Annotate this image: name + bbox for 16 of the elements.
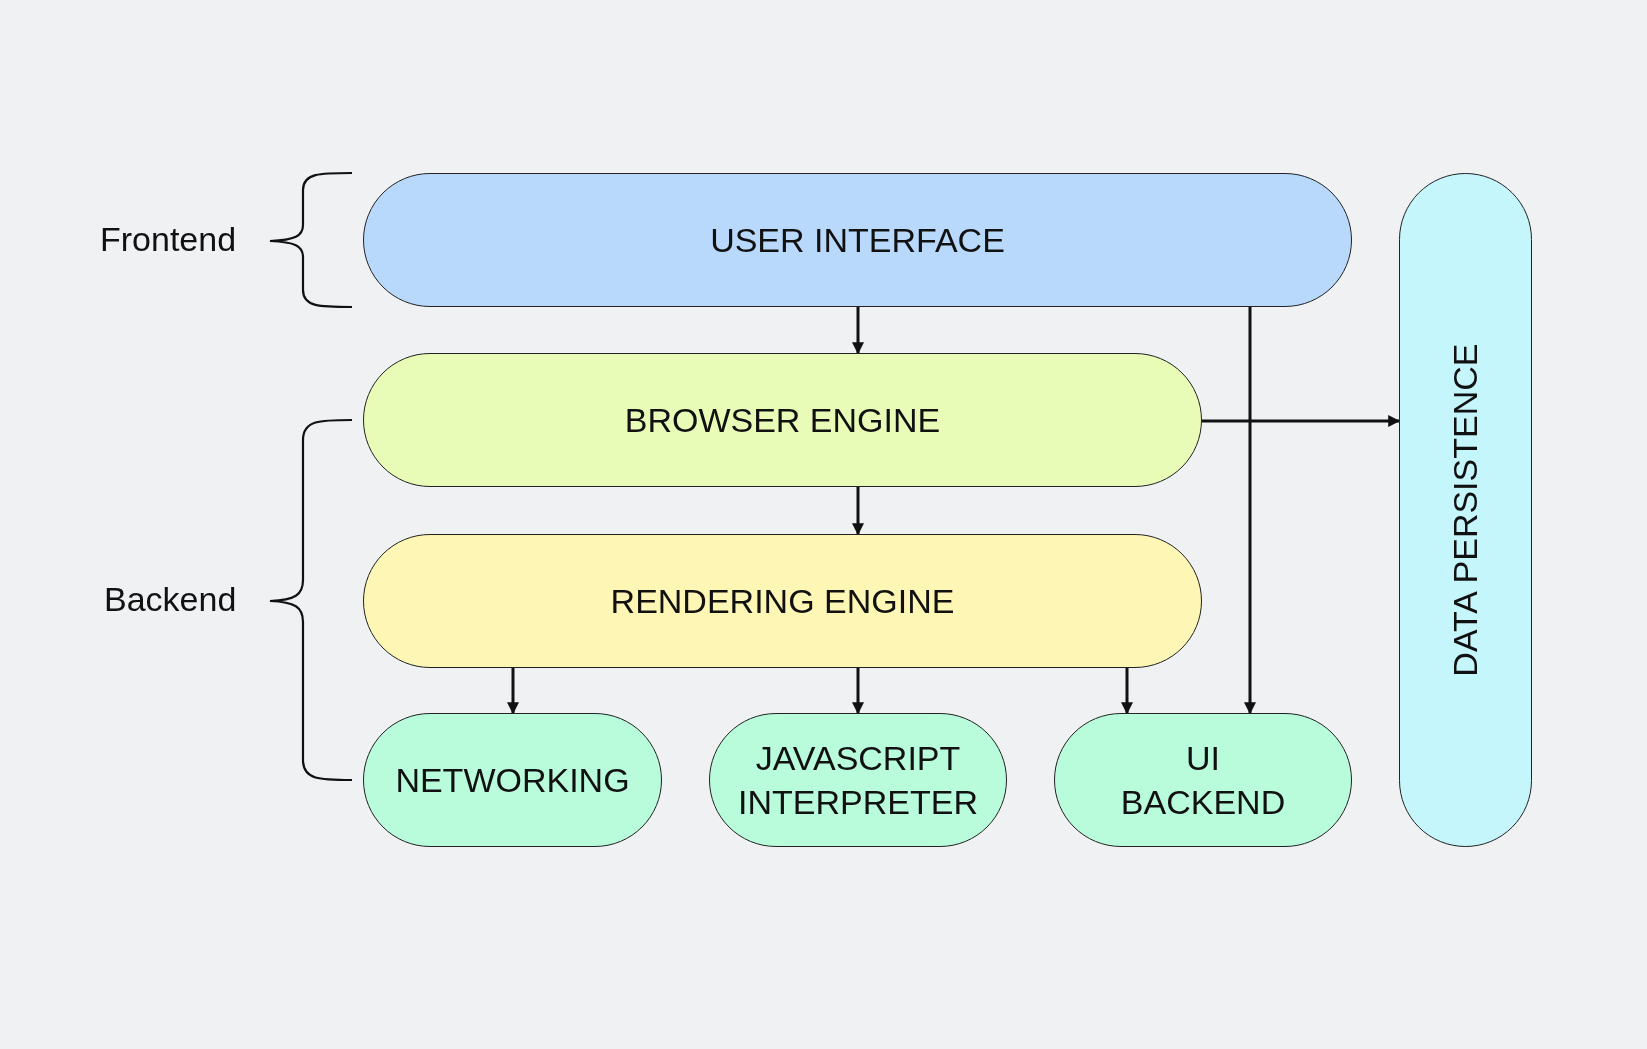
arrow bbox=[507, 668, 519, 715]
node-label: NETWORKING bbox=[394, 759, 631, 801]
section-label: Backend bbox=[104, 580, 237, 619]
node-label: JAVASCRIPT INTERPRETER bbox=[737, 737, 979, 823]
arrow bbox=[852, 307, 864, 355]
arrow bbox=[1244, 307, 1256, 715]
arrow bbox=[1202, 415, 1401, 427]
node-label: RENDERING ENGINE bbox=[610, 580, 955, 622]
arrow bbox=[852, 487, 864, 536]
node-label: BROWSER ENGINE bbox=[624, 399, 941, 441]
node-label: DATA PERSISTENCE bbox=[1445, 343, 1486, 677]
arrow bbox=[1121, 668, 1133, 715]
arrow bbox=[852, 668, 864, 715]
node-label: USER INTERFACE bbox=[710, 219, 1005, 261]
node-label: UI BACKEND bbox=[1119, 737, 1287, 823]
section-label: Frontend bbox=[100, 220, 237, 259]
